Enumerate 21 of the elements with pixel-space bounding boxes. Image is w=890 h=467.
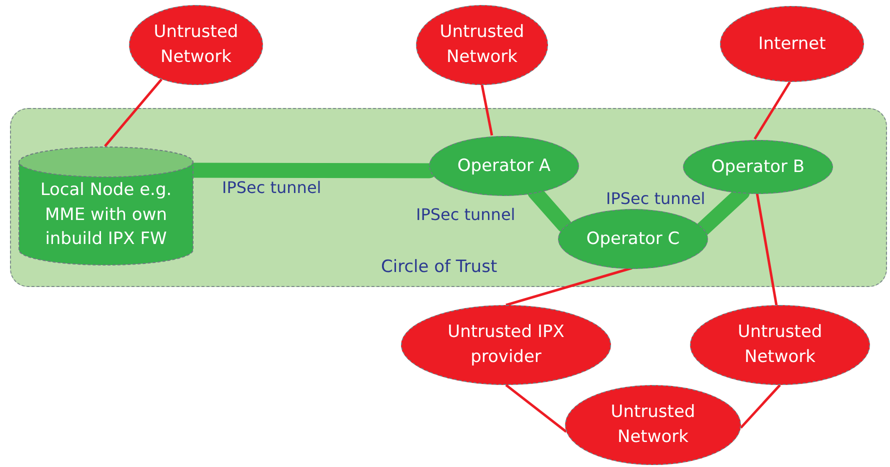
operator-ellipse: Operator C (558, 209, 708, 269)
edge-label: IPSec tunnel (222, 178, 322, 197)
connector-line (505, 384, 568, 433)
operator-ellipse: Operator A (429, 136, 579, 196)
connector-line (756, 192, 778, 306)
zone-label: Circle of Trust (381, 257, 498, 277)
network-ellipse: Untrusted Network (129, 5, 263, 85)
database-cylinder (18, 146, 194, 266)
connector-line (480, 84, 494, 136)
network-ellipse: Untrusted Network (416, 5, 548, 85)
network-ellipse: Internet (720, 6, 864, 82)
connector-line (506, 266, 632, 306)
node-label: Local Node e.g. MME with own inbuild IPX FW (39, 179, 173, 252)
connector-line (754, 81, 791, 140)
network-ellipse: Untrusted Network (690, 305, 870, 385)
network-ellipse: Untrusted IPX provider (401, 305, 611, 385)
connector-line (740, 384, 781, 429)
network-ellipse: Untrusted Network (565, 385, 741, 465)
edge-label: IPSec tunnel (416, 205, 516, 224)
connector-line (104, 78, 162, 147)
trust-zone-band (10, 108, 887, 287)
